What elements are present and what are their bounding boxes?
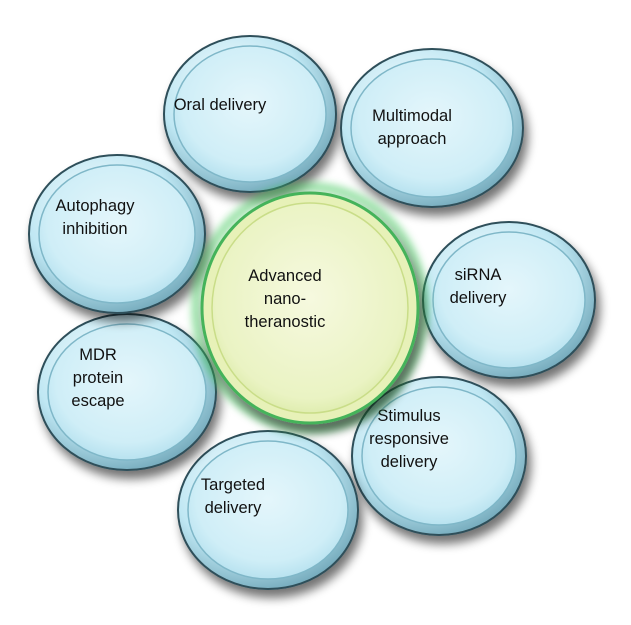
petal-label: Autophagy inhibition: [56, 197, 136, 238]
label-line: approach: [378, 130, 447, 148]
label-line: siRNA: [455, 266, 502, 284]
petal-sirna-delivery: siRNA delivery: [422, 221, 596, 379]
petal-label: Multimodal approach: [372, 107, 452, 148]
label-line: theranostic: [245, 313, 326, 331]
label-line: Targeted: [201, 476, 265, 494]
petal-stimulus-responsive-delivery: Stimulus responsive delivery: [351, 376, 527, 536]
petal-autophagy-inhibition: Autophagy inhibition: [28, 154, 206, 314]
label-line: Autophagy: [56, 197, 136, 215]
petal-targeted-delivery: Targeted delivery: [177, 430, 359, 590]
label-line: nano-: [264, 290, 306, 308]
center-label: Advanced nano-theranostic: [245, 267, 326, 331]
label-line: responsive: [369, 430, 449, 448]
petal-label: siRNA delivery: [450, 266, 508, 307]
label-line: Multimodal: [372, 107, 452, 125]
petal-label: Oral delivery: [174, 96, 267, 114]
label-line: escape: [71, 392, 124, 410]
petal-oral-delivery: Oral delivery: [163, 35, 337, 193]
center-node-advanced-nanotheranostic: Advanced nano-theranostic: [191, 182, 429, 434]
label-line: delivery: [205, 499, 263, 517]
petal-multimodal-approach: Multimodal approach: [340, 48, 524, 208]
label-line: protein: [73, 369, 123, 387]
label-line: Stimulus: [377, 407, 440, 425]
label-line: delivery: [450, 289, 508, 307]
label-line: Advanced: [248, 267, 321, 285]
petal-mdr-protein-escape: MDR protein escape: [37, 313, 217, 471]
petal-label: Stimulus responsive delivery: [369, 407, 449, 471]
label-line: Oral delivery: [174, 96, 267, 114]
label-line: delivery: [381, 453, 439, 471]
label-line: inhibition: [62, 220, 127, 238]
petal-label: Targeted delivery: [201, 476, 265, 517]
label-line: MDR: [79, 346, 117, 364]
petal-label: MDR protein escape: [71, 346, 124, 410]
